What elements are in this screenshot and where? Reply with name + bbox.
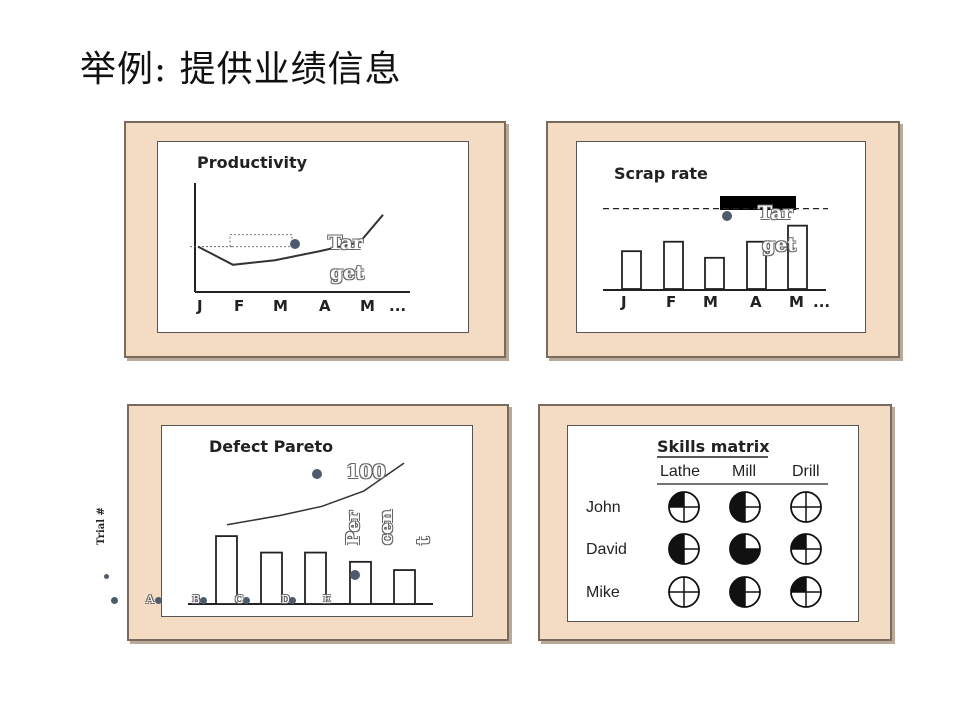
bullet-dot [200, 597, 207, 604]
skills-title: Skills matrix [657, 437, 770, 456]
tick-label: D [281, 593, 290, 606]
bullet-dot [111, 597, 118, 604]
target-label-part2: get [330, 262, 365, 284]
skill-level-icon [668, 491, 700, 523]
productivity-card [157, 141, 469, 333]
skill-level-icon [668, 533, 700, 565]
skill-level-icon [729, 491, 761, 523]
pareto-bar [215, 535, 238, 605]
skill-quarter-fill [791, 577, 806, 592]
bullet-dot [290, 239, 300, 249]
pareto-bar [260, 551, 283, 605]
scrap-bar [663, 240, 684, 290]
skill-level-icon [790, 533, 822, 565]
skill-quarter-fill [745, 549, 760, 564]
pareto-cumulative-line [226, 462, 405, 526]
scrap-title: Scrap rate [614, 164, 708, 183]
skill-quarter-fill [669, 534, 684, 549]
skills-row-name: Mike [586, 584, 620, 601]
tick-label: A [319, 297, 331, 315]
productivity-title: Productivity [197, 153, 308, 172]
tick-label: M [360, 297, 375, 315]
target-label-part1: Tar [328, 232, 363, 254]
tick-label: F [234, 297, 245, 315]
skill-quarter-fill [669, 492, 684, 507]
tick-label: E [323, 593, 332, 606]
skill-quarter-fill [730, 534, 745, 549]
skills-col-header: Mill [732, 463, 756, 480]
tick-label: M [789, 293, 804, 311]
scrap-bar [704, 256, 725, 290]
skill-level-icon [790, 491, 822, 523]
redaction-box [720, 196, 796, 210]
skills-col-header: Drill [792, 463, 820, 480]
pareto-title: Defect Pareto [209, 437, 334, 456]
target-label-part1: Tar [758, 202, 793, 224]
skill-level-icon [790, 576, 822, 608]
skill-quarter-fill [669, 549, 684, 564]
skill-level-icon [729, 533, 761, 565]
tick-label: B [192, 593, 201, 606]
skill-quarter-fill [791, 534, 806, 549]
skill-quarter-fill [730, 507, 745, 522]
target-label-part2: get [762, 234, 797, 256]
skill-level-icon [729, 576, 761, 608]
tick-label: M [273, 297, 288, 315]
skills-row-name: David [586, 541, 627, 558]
tick-label: F [666, 293, 677, 311]
pareto-bar [304, 551, 327, 605]
tick-label: J [197, 297, 203, 315]
skills-card [567, 425, 859, 622]
productivity-series-line [197, 214, 384, 266]
bullet-dot [289, 597, 296, 604]
tick-label: ... [389, 297, 407, 315]
slide-title: 举例: 提供业绩信息 [80, 49, 402, 90]
pareto-100-label: 100 [346, 461, 386, 483]
skill-quarter-fill [730, 577, 745, 592]
skills-row-name: John [586, 499, 621, 516]
tick-label: J [621, 293, 627, 311]
pareto-bar [393, 569, 416, 605]
bullet-dot [350, 570, 360, 580]
bullet-dot [155, 597, 162, 604]
skill-quarter-fill [730, 549, 745, 564]
skill-quarter-fill [730, 492, 745, 507]
tick-label: A [146, 593, 154, 606]
bullet-dot [312, 469, 322, 479]
scrap-bar [621, 250, 642, 290]
skills-col-header: Lathe [660, 463, 701, 480]
tick-label: M [703, 293, 718, 311]
scrap-bar [787, 224, 808, 290]
skill-level-icon [668, 576, 700, 608]
scrap-bar [746, 240, 767, 290]
bullet-dot [243, 597, 250, 604]
tick-label: A [750, 293, 762, 311]
skill-quarter-fill [730, 592, 745, 607]
scrap-card [576, 141, 866, 333]
bullet-dot [722, 211, 732, 221]
tick-label: C [235, 593, 244, 606]
bullet-dot [104, 574, 109, 579]
tick-label: ... [813, 293, 831, 311]
